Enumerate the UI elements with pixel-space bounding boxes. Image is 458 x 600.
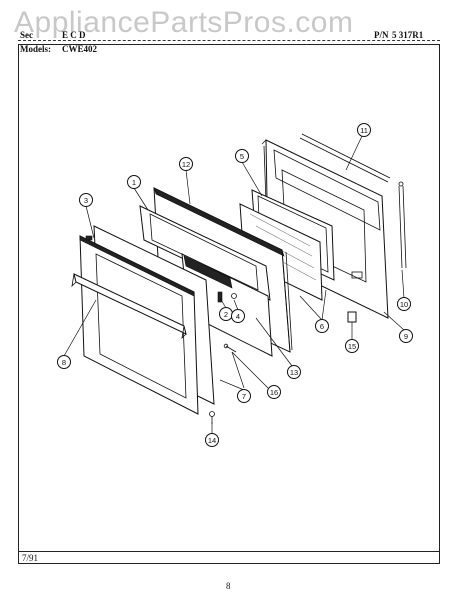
callout-2: 2 xyxy=(219,307,233,321)
callout-9-label: 9 xyxy=(404,332,408,341)
callout-3: 3 xyxy=(79,193,93,207)
part-1-baffle xyxy=(139,205,271,301)
watermark-text: AppliancePartsPros.com xyxy=(14,6,354,39)
callout-11: 11 xyxy=(357,123,371,137)
part-15-bumper xyxy=(347,311,357,323)
models-value: CWE402 xyxy=(62,44,98,54)
callout-4: 4 xyxy=(231,309,245,323)
callout-14: 14 xyxy=(205,433,219,447)
footer-rule xyxy=(18,551,440,552)
callout-10-label: 10 xyxy=(400,300,408,309)
callout-12: 12 xyxy=(179,157,193,171)
callout-14-label: 14 xyxy=(208,436,216,445)
callout-7-label: 7 xyxy=(242,392,246,401)
leader-lines xyxy=(63,135,405,434)
part-4-screw xyxy=(231,293,237,299)
callout-16: 16 xyxy=(267,385,281,399)
part-11-top-trim xyxy=(299,133,391,183)
callout-15: 15 xyxy=(345,339,359,353)
models-label: Models: xyxy=(20,44,51,54)
revision-date: 7/91 xyxy=(22,553,39,563)
header-rule xyxy=(18,40,440,41)
callout-10: 10 xyxy=(397,297,411,311)
diagram-frame xyxy=(18,44,440,564)
callout-6: 6 xyxy=(315,319,329,333)
part-3-outer-door xyxy=(79,235,199,415)
section-value: E C D xyxy=(62,30,86,40)
callout-13: 13 xyxy=(287,365,301,379)
callout-1-label: 1 xyxy=(132,178,136,187)
leader-16 xyxy=(231,351,269,389)
part-10-side-rod xyxy=(398,181,407,269)
part-2-clip xyxy=(217,291,223,303)
callout-8-label: 8 xyxy=(62,358,66,367)
part-8-handle xyxy=(71,273,187,340)
callout-12-label: 12 xyxy=(182,160,190,169)
callout-2-label: 2 xyxy=(224,310,228,319)
part-number-label: P/N xyxy=(374,30,389,40)
callout-15-label: 15 xyxy=(348,342,356,351)
callout-1: 1 xyxy=(127,175,141,189)
part-number-value: 5 317R1 xyxy=(392,30,424,40)
callout-3-label: 3 xyxy=(84,196,88,205)
callout-7: 7 xyxy=(237,389,251,403)
callout-6-label: 6 xyxy=(320,322,324,331)
callout-5: 5 xyxy=(235,149,249,163)
callout-11-label: 11 xyxy=(360,126,368,135)
callout-16-label: 16 xyxy=(270,388,278,397)
callout-8: 8 xyxy=(57,355,71,369)
callout-9: 9 xyxy=(399,329,413,343)
section-label: Sec xyxy=(20,30,33,40)
callout-13-label: 13 xyxy=(290,368,298,377)
callout-5-label: 5 xyxy=(240,152,244,161)
page-number: 8 xyxy=(226,581,231,591)
part-16-bracket xyxy=(223,343,237,353)
callout-4-label: 4 xyxy=(236,312,240,321)
